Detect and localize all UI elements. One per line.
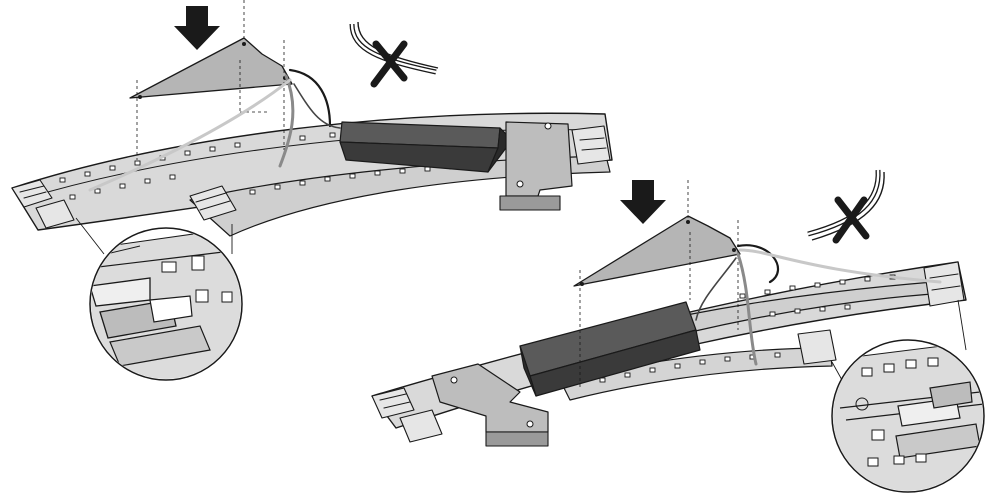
right-cross-mark-icon [832,196,870,244]
left-mounting-plate [499,121,573,211]
right-mounting-plate [431,363,549,447]
left-detail-view [89,227,243,381]
right-guide-lines [579,180,739,390]
right-callout-lines [831,299,967,381]
left-push-arrow [174,6,220,50]
left-cross-mark-icon [370,40,408,88]
left-motor-box [339,121,513,173]
left-track-far-end-connector [571,125,611,165]
right-wire-bundle [695,244,942,366]
left-callout-lines [75,217,233,255]
right-cover-plate [573,215,741,287]
right-track-end-connector-a [371,387,415,419]
right-track-holes-row2 [599,304,851,383]
left-guide-lines [136,0,285,160]
right-assembly [371,169,985,493]
left-track-end-connector-a [11,179,53,208]
right-removed-wire [807,169,885,241]
right-motor-box [519,301,701,397]
right-track-branch-connector [797,329,837,365]
left-cover-plate [129,37,293,99]
right-track-far-end-connector [923,261,965,307]
left-track-switch-connector [189,185,237,221]
left-assembly [11,0,613,381]
right-track-end-connector-b [399,409,443,443]
right-push-arrow [620,180,666,224]
right-detail-view [831,339,985,493]
left-track-second-rail-body [189,155,611,237]
left-wire-bundle [88,68,341,192]
left-track-end-connector-b [35,199,75,229]
